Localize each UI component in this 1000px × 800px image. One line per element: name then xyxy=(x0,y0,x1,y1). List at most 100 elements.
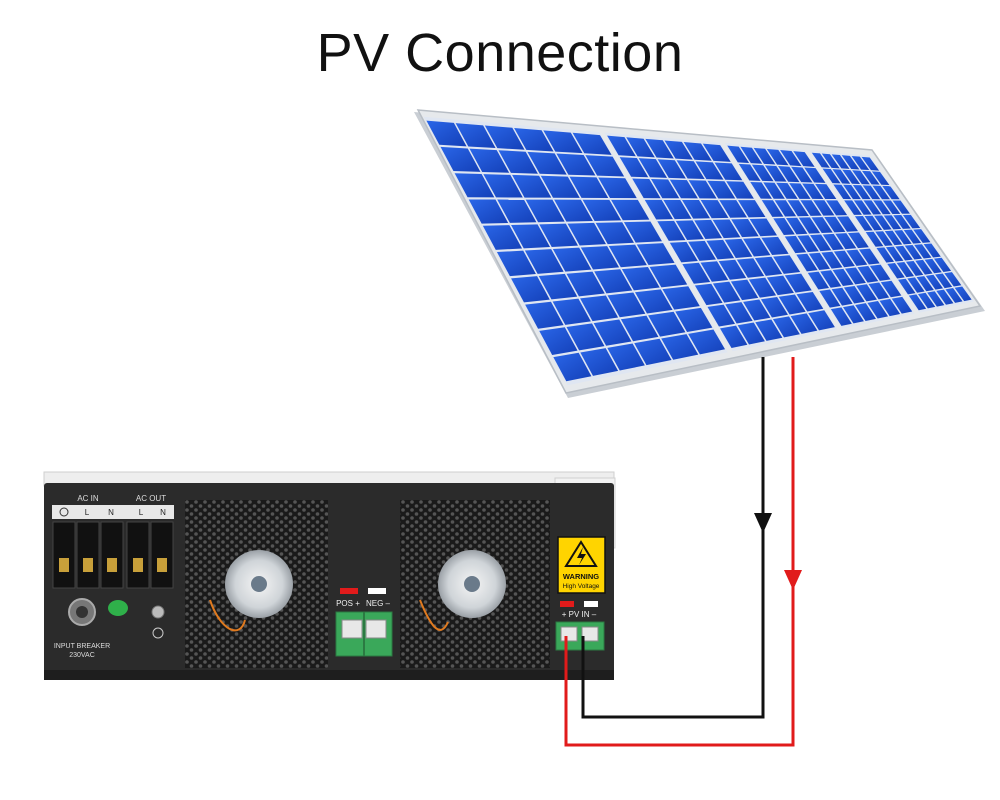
solar-cell xyxy=(855,303,876,321)
solar-cell xyxy=(719,200,747,218)
reset-button[interactable] xyxy=(108,600,128,616)
solar-cell xyxy=(869,264,891,281)
solar-cell xyxy=(669,241,698,263)
solar-cell xyxy=(623,221,662,243)
solar-cell xyxy=(706,239,735,260)
solar-cell xyxy=(525,301,564,329)
solar-cell xyxy=(904,245,923,260)
solar-cell xyxy=(879,298,901,317)
solar-cell xyxy=(846,249,868,266)
solar-cell xyxy=(651,179,680,199)
solar-cell xyxy=(702,143,731,162)
solar-cell xyxy=(824,216,846,233)
solar-cell xyxy=(688,329,726,355)
solar-cell xyxy=(810,234,832,252)
solar-cell xyxy=(832,169,851,184)
solar-cell xyxy=(669,179,698,199)
solar-cell xyxy=(844,200,862,215)
solar-cell xyxy=(908,294,927,311)
solar-cell xyxy=(772,316,800,338)
solar-panels xyxy=(423,116,974,386)
solar-cell xyxy=(718,259,747,280)
solar-cell xyxy=(662,286,700,310)
solar-cell xyxy=(916,276,934,292)
solar-cell xyxy=(675,220,704,240)
solar-cell xyxy=(569,176,609,198)
solar-cell xyxy=(841,155,860,170)
solar-cell xyxy=(778,166,800,183)
solar-cell xyxy=(552,247,592,272)
solar-cell xyxy=(694,219,723,240)
solar-cell xyxy=(632,178,661,199)
solar-cell xyxy=(820,270,842,288)
solar-cell xyxy=(896,261,915,278)
solar-cell xyxy=(755,319,783,341)
solar-cell xyxy=(945,288,963,303)
solar-cell xyxy=(552,298,591,325)
solar-cell xyxy=(700,261,729,282)
solar-cell xyxy=(598,177,637,199)
ac-out-l-label: L xyxy=(139,508,144,517)
solar-cell xyxy=(738,163,761,181)
solar-cell xyxy=(607,292,646,318)
solar-cell xyxy=(608,244,647,268)
solar-cell xyxy=(802,183,824,199)
positive-wire xyxy=(564,357,795,747)
solar-cell xyxy=(753,147,776,165)
ac-terminal-blocks xyxy=(52,521,174,589)
solar-cell xyxy=(927,291,945,307)
solar-cell xyxy=(634,338,672,366)
solar-cell xyxy=(543,130,583,154)
solar-cell xyxy=(766,275,794,296)
solar-cell xyxy=(815,183,837,199)
solar-cell xyxy=(892,200,910,214)
inverter: AC IN AC OUT L N L N INPUT BREAKER 230VA… xyxy=(43,471,616,680)
fan-right-hub xyxy=(464,576,480,592)
solar-cell xyxy=(539,223,579,247)
solar-cell xyxy=(484,125,525,150)
solar-cell xyxy=(712,219,741,239)
solar-cell xyxy=(645,138,674,159)
pv-pos-indicator xyxy=(560,601,574,607)
solar-cell xyxy=(831,154,850,169)
solar-cell xyxy=(784,273,812,293)
solar-cell xyxy=(736,258,765,278)
solar-cell xyxy=(936,289,954,305)
solar-cell xyxy=(822,168,841,184)
solar-cell xyxy=(800,200,822,216)
solar-cell xyxy=(621,266,660,291)
solar-cell xyxy=(773,218,795,235)
solar-cell xyxy=(580,246,620,270)
solar-cell xyxy=(861,156,880,171)
ground-screw-icon xyxy=(151,605,165,619)
solar-cell xyxy=(776,182,798,199)
solar-cell xyxy=(707,304,735,327)
solar-cell xyxy=(933,257,952,272)
solar-cell xyxy=(748,277,777,298)
solar-cell xyxy=(688,240,716,261)
solar-cell xyxy=(915,259,933,275)
solar-cell xyxy=(798,217,821,234)
solar-cell xyxy=(871,171,890,185)
solar-panel xyxy=(724,142,915,329)
solar-cell xyxy=(907,277,925,293)
solar-panel-array xyxy=(414,109,985,398)
solar-panel xyxy=(809,150,974,313)
solar-cell xyxy=(636,243,675,265)
solar-cell xyxy=(726,181,754,199)
solar-cell xyxy=(893,215,911,229)
solar-cell xyxy=(626,137,655,158)
solar-cell xyxy=(511,276,550,303)
solar-cell xyxy=(661,334,699,360)
solar-cell xyxy=(743,299,771,321)
solar-cell xyxy=(807,271,830,290)
solar-cell xyxy=(714,162,743,181)
solar-cell xyxy=(761,236,789,256)
solar-cell xyxy=(594,269,633,294)
solar-cell xyxy=(851,155,870,171)
ground-symbol-icon xyxy=(59,507,69,517)
neg-label: NEG – xyxy=(366,599,391,608)
inverter-base xyxy=(44,670,614,680)
pv-wiring xyxy=(564,357,802,747)
solar-cell xyxy=(852,170,870,185)
